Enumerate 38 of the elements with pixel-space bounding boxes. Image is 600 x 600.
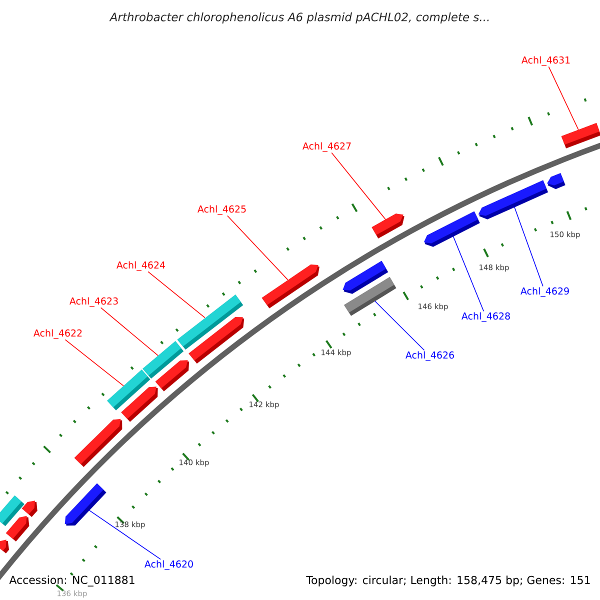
gene-label: Achl_4627	[302, 142, 351, 152]
leader-line	[452, 236, 484, 312]
title: Arthrobacter chlorophenolicus A6 plasmid pACHL02, complete s...	[109, 12, 489, 24]
leader-line	[148, 271, 206, 318]
gene-block	[372, 214, 404, 238]
leader-line	[374, 300, 425, 351]
leader-line	[548, 66, 579, 130]
gene-block	[262, 264, 320, 308]
gene-label: Achl_4628	[462, 312, 510, 322]
gene-bar	[142, 341, 184, 379]
gene-bar	[177, 294, 244, 350]
gene-block	[0, 540, 9, 554]
gene-bar	[0, 496, 24, 526]
gene-label: Achl_4629	[520, 287, 569, 297]
leader-line	[227, 215, 288, 280]
gene-bar	[344, 276, 396, 316]
leader-line	[514, 206, 544, 287]
footer-text: Topology: circular; Length: 158,475 bp; Genes: 151	[306, 576, 590, 586]
gene-block	[478, 180, 548, 220]
leader-line	[100, 307, 158, 356]
gene-block	[74, 418, 122, 467]
gene-label: Achl_4622	[34, 329, 82, 339]
gene-block	[64, 483, 106, 526]
gene-label: Achl_4623	[70, 297, 118, 307]
footer-text: Accession: NC_011881	[9, 576, 134, 586]
leader-line	[88, 510, 162, 560]
gene-bar	[107, 370, 150, 410]
gene-label: Achl_4625	[198, 205, 246, 215]
gene-block	[22, 500, 38, 518]
leader-line	[64, 339, 124, 386]
gene-block	[424, 211, 480, 247]
gene-block	[546, 173, 566, 190]
gene-label: Achl_4626	[406, 351, 454, 361]
leader-line	[331, 152, 386, 220]
gene-block	[561, 123, 600, 148]
gene-label: Achl_4631	[522, 56, 570, 66]
gene-label: Achl_4620	[144, 560, 193, 570]
gene-label: Achl_4624	[116, 261, 166, 271]
